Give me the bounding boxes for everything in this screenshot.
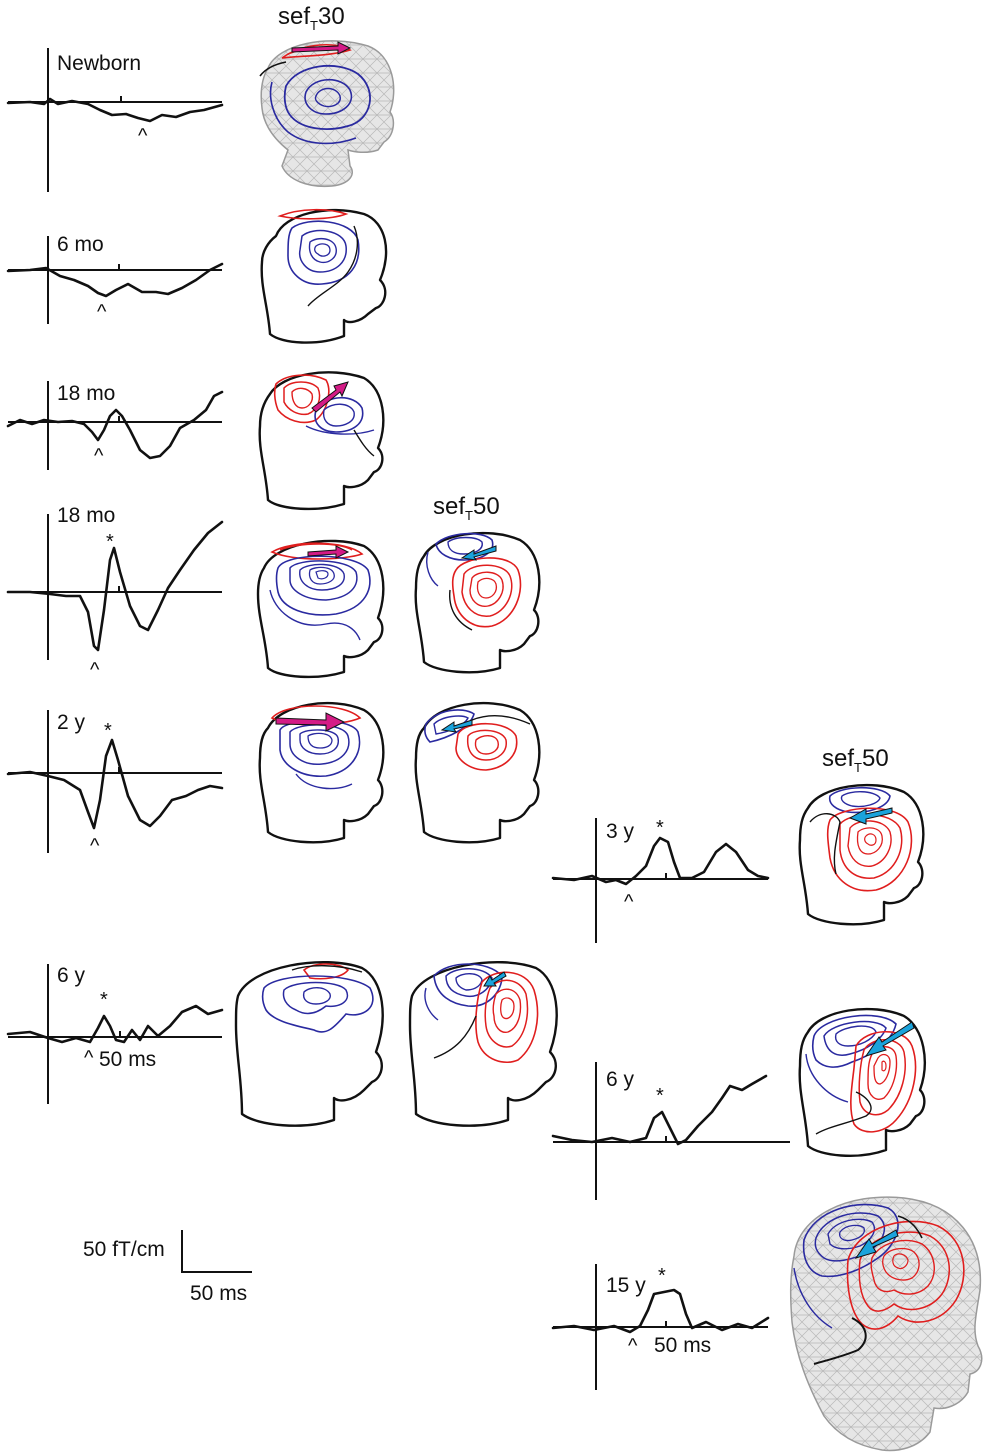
peak-marker: * <box>656 1085 664 1107</box>
column-header-sef50-right: sefT50 <box>822 745 889 775</box>
trace-18mo-a: 18 mo ^ <box>6 381 224 470</box>
peak-marker: * <box>658 1265 666 1287</box>
peak-marker: * <box>104 720 112 742</box>
trace-label: 3 y <box>606 820 635 843</box>
trace-2y: 2 y * ^ <box>6 710 224 857</box>
trace-label: 6 y <box>606 1068 635 1091</box>
time-tick-label: 50 ms <box>99 1048 156 1071</box>
trough-marker: ^ <box>90 835 100 857</box>
trace-label: 18 mo <box>57 504 115 527</box>
time-tick-label: 50 ms <box>654 1334 711 1357</box>
trace-label: 18 mo <box>57 382 115 405</box>
map-6mo-sef30 <box>260 208 388 344</box>
trace-label: 6 y <box>57 964 86 987</box>
trough-marker: ^ <box>90 659 100 681</box>
trace-15y: 15 y * ^ 50 ms <box>551 1264 770 1390</box>
map-18mo-b-sef30 <box>256 539 385 679</box>
trace-6mo: 6 mo ^ <box>6 233 224 324</box>
trough-marker: ^ <box>94 445 104 467</box>
map-6y-right-sef50 <box>798 1007 926 1157</box>
trough-marker: ^ <box>84 1047 94 1069</box>
trace-label: 2 y <box>57 711 86 734</box>
peak-marker: * <box>100 989 108 1011</box>
map-2y-sef30 <box>258 701 385 844</box>
peak-marker: * <box>106 531 114 553</box>
trace-label: Newborn <box>57 52 141 75</box>
trough-marker: ^ <box>628 1335 638 1357</box>
map-15y-sef50 <box>789 1196 983 1452</box>
trace-18mo-b: 18 mo * ^ <box>6 504 224 681</box>
scale-bar-time: 50 ms <box>190 1282 247 1305</box>
map-3y-sef50 <box>798 783 925 926</box>
trace-newborn: Newborn ^ <box>6 48 224 192</box>
trough-marker: ^ <box>138 125 148 147</box>
trough-marker: ^ <box>624 891 634 913</box>
trace-3y: 3 y * ^ <box>551 817 770 943</box>
trace-6y-left: 6 y * ^ 50 ms <box>6 964 224 1104</box>
map-6y-sef50 <box>408 961 558 1127</box>
map-18mo-b-sef50 <box>414 531 541 674</box>
column-header-sef30: sefT30 <box>278 3 345 33</box>
peak-marker: * <box>656 817 664 839</box>
scale-bar: 50 fT/cm 50 ms <box>83 1230 252 1305</box>
map-6y-sef30 <box>234 961 384 1127</box>
trough-marker: ^ <box>97 301 107 323</box>
trace-6y-right: 6 y * <box>551 1062 790 1200</box>
map-18mo-a-sef30 <box>258 371 385 511</box>
trace-label: 15 y <box>606 1274 646 1297</box>
trace-label: 6 mo <box>57 233 104 256</box>
map-2y-sef50 <box>414 701 541 844</box>
map-newborn-sef30 <box>259 40 395 188</box>
column-header-sef50-mid: sefT50 <box>433 493 500 523</box>
scale-bar-amplitude: 50 fT/cm <box>83 1238 165 1261</box>
